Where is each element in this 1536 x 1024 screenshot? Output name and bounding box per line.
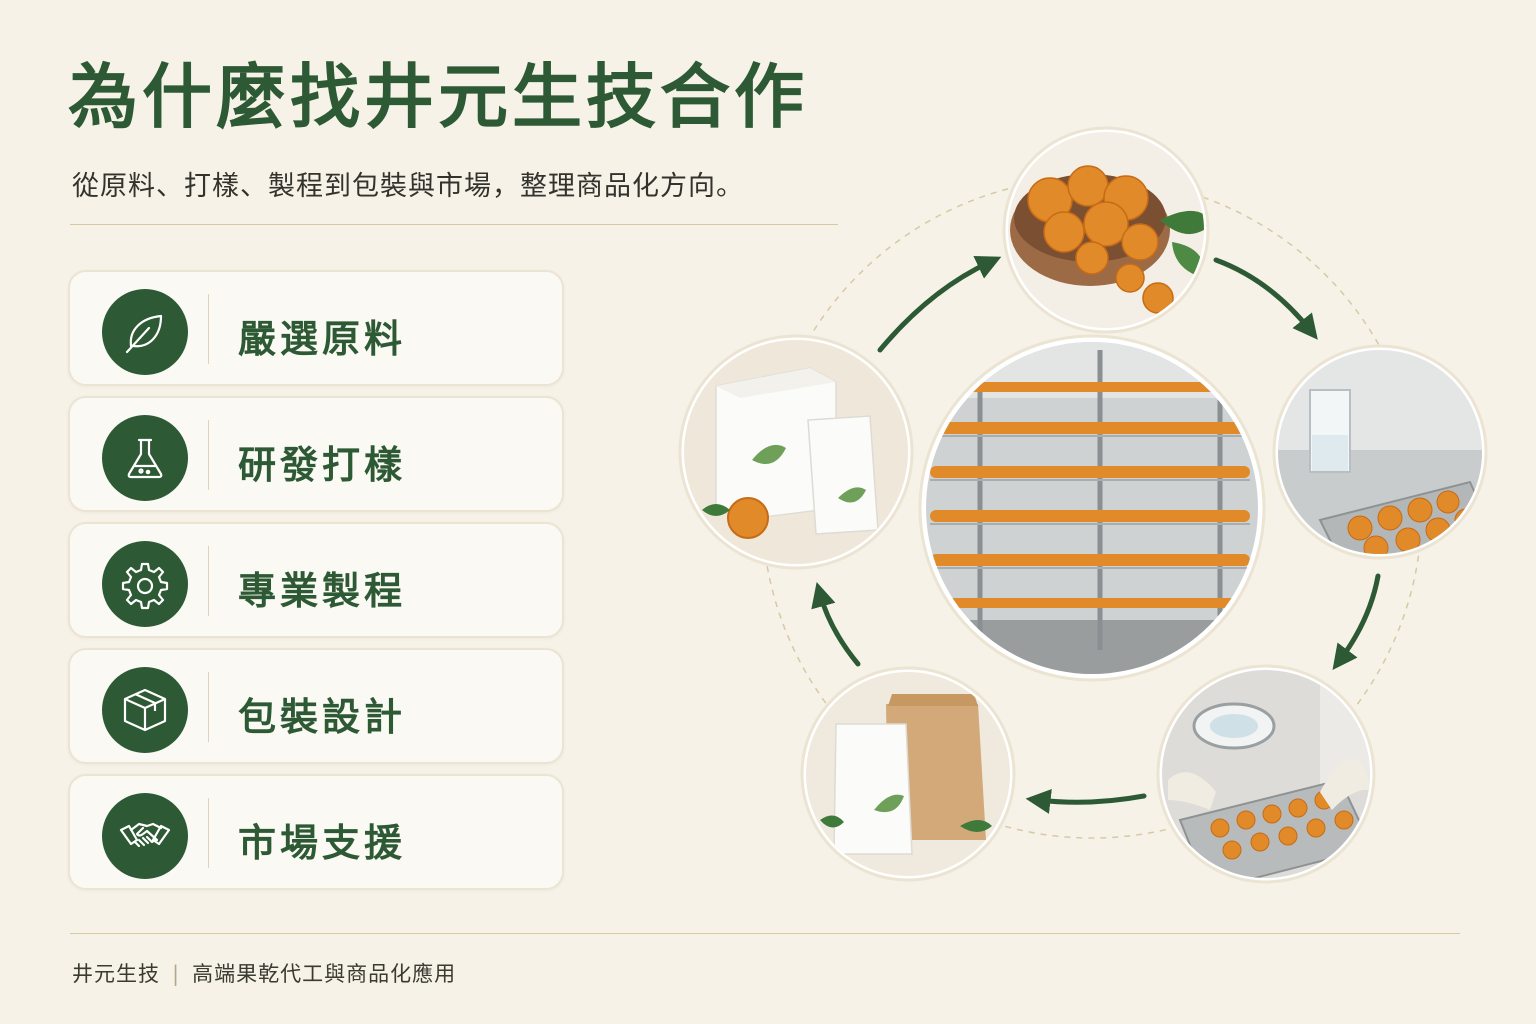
box-icon (102, 667, 188, 753)
dried-orange-bowl-photo (1002, 126, 1210, 334)
feature-card-materials: 嚴選原料 (68, 270, 564, 386)
feature-list: 嚴選原料 研發打樣 專業製程 (68, 270, 564, 900)
lab-beaker-tray-photo (1272, 344, 1488, 560)
footer-brand: 井元生技 (72, 962, 160, 986)
arrow-icon (1332, 573, 1381, 671)
quality-inspection-photo (1156, 664, 1376, 884)
feature-card-packaging: 包裝設計 (68, 648, 564, 764)
feature-card-process: 專業製程 (68, 522, 564, 638)
footer-divider (70, 933, 1460, 934)
process-cycle-diagram (678, 126, 1488, 884)
feature-card-market: 市場支援 (68, 774, 564, 890)
footer-separator: | (172, 962, 181, 986)
arrow-icon (811, 581, 861, 667)
page-subtitle: 從原料、打樣、製程到包裝與市場，整理商品化方向。 (72, 171, 744, 202)
arrow-icon (1213, 257, 1318, 340)
gear-icon (102, 541, 188, 627)
header-divider (70, 224, 838, 225)
page-title: 為什麼找井元生技合作 (68, 55, 808, 138)
drying-racks-photo (918, 334, 1266, 682)
feature-label: 嚴選原料 (238, 316, 407, 361)
feature-label: 市場支援 (238, 820, 407, 865)
footer-tagline: 高端果乾代工與商品化應用 (192, 962, 457, 986)
leaf-icon (102, 289, 188, 375)
cycle-arrows (811, 255, 1381, 814)
feature-label: 研發打樣 (238, 442, 407, 487)
feature-divider (208, 672, 209, 742)
arrow-icon (877, 255, 1002, 353)
handshake-icon (102, 793, 188, 879)
pouch-packaging-photo (800, 666, 1016, 882)
feature-divider (208, 294, 209, 364)
feature-card-rnd: 研發打樣 (68, 396, 564, 512)
arrow-icon (1025, 789, 1147, 814)
feature-label: 專業製程 (238, 568, 407, 613)
feature-divider (208, 420, 209, 490)
feature-label: 包裝設計 (238, 694, 407, 739)
flask-icon (102, 415, 188, 501)
footer: 井元生技 | 高端果乾代工與商品化應用 (72, 958, 456, 988)
feature-divider (208, 798, 209, 868)
box-and-pouch-photo (678, 334, 914, 570)
feature-divider (208, 546, 209, 616)
